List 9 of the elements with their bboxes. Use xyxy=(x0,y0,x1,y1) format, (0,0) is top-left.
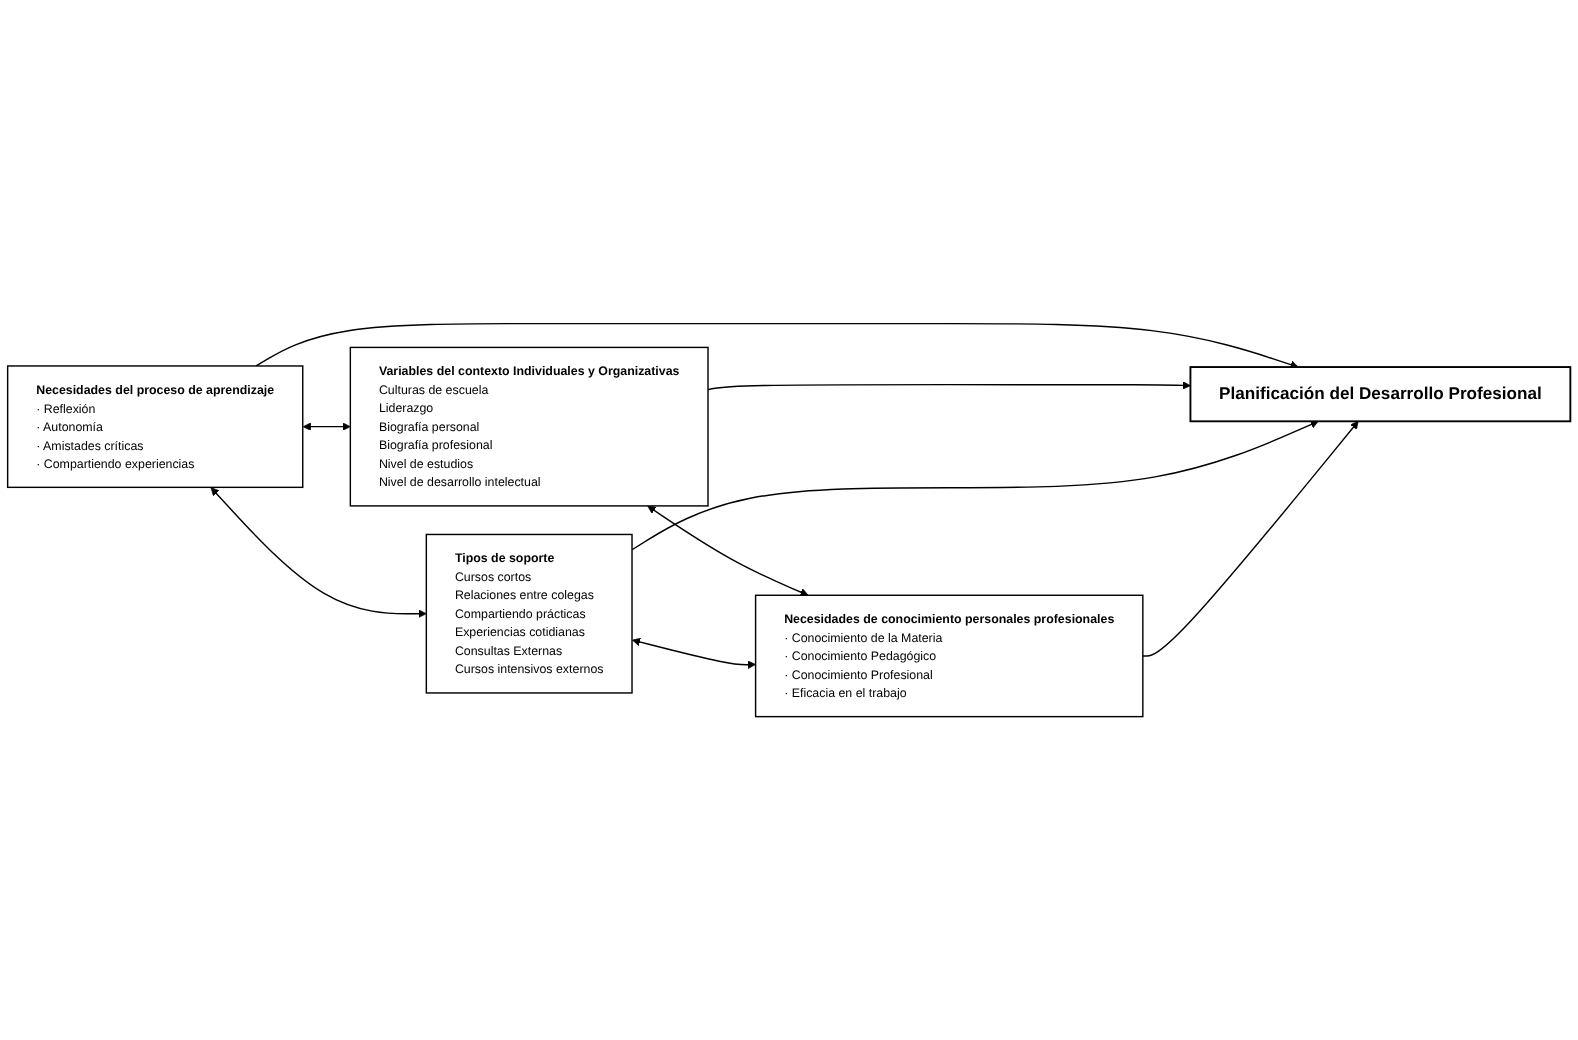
arrow xyxy=(632,637,756,669)
arrow xyxy=(707,381,1191,391)
arrow xyxy=(302,422,351,431)
arrow xyxy=(1142,420,1359,657)
arrow xyxy=(647,505,809,596)
arrow xyxy=(631,420,1319,551)
node-box: Planificación del Desarrollo Profesional xyxy=(1189,365,1572,423)
arrow xyxy=(255,322,1299,369)
arrow xyxy=(210,487,427,618)
